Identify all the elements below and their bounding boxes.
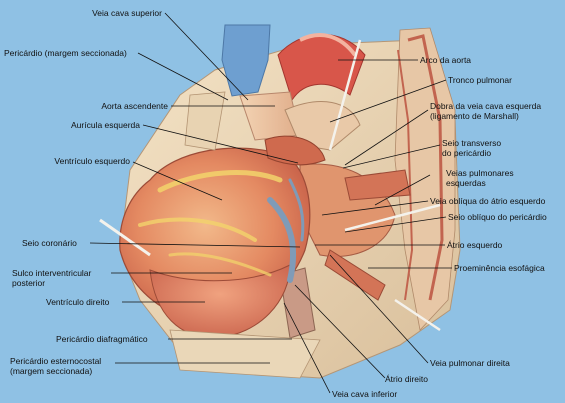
superior-vena-cava xyxy=(221,24,271,97)
label-arco-aorta: Arco da aorta xyxy=(420,55,472,65)
coronary-sinus xyxy=(267,197,296,283)
label-atrio-esquerdo: Átrio esquerdo xyxy=(447,240,503,250)
label-tronco-pulmonar: Tronco pulmonar xyxy=(448,75,512,85)
left-pulmonary-veins xyxy=(344,169,411,201)
label-ventriculo-esquerdo: Ventrículo esquerdo xyxy=(54,156,130,166)
label-veia-obliqua: Veia oblíqua do átrio esquerdo xyxy=(430,196,546,206)
label-ventriculo-direito: Ventrículo direito xyxy=(46,297,110,307)
label-atrio-direito: Átrio direito xyxy=(385,374,428,384)
label-seio-coronario: Seio coronário xyxy=(22,238,77,248)
inferior-vena-cava xyxy=(279,267,316,339)
right-ventricle xyxy=(149,264,291,339)
label-pericardio-diafragmatico: Pericárdio diafragmático xyxy=(56,334,148,344)
right-pulmonary-vein xyxy=(324,249,386,301)
label-pericardio-margem: Pericárdio (margem seccionada) xyxy=(4,48,127,58)
pericardium-flap-left xyxy=(184,91,226,151)
label-veias-pulmonares: Veias pulmonares esquerdas xyxy=(446,168,514,188)
left-auricle xyxy=(264,135,326,166)
label-pericardio-esternocostal: Pericárdio esternocostal (margem seccion… xyxy=(10,356,102,376)
label-seio-obliquo: Seio oblíquo do pericárdio xyxy=(448,212,547,222)
label-veia-cava-inferior: Veia cava inferior xyxy=(332,389,398,399)
label-proeminencia-esofagica: Proeminência esofágica xyxy=(454,263,545,273)
leader-lines xyxy=(89,12,452,394)
label-dobra-veia-cava: Dobra da veia cava esquerda (ligamento d… xyxy=(430,101,542,121)
label-sulco-interventricular: Sulco interventricular posterior xyxy=(12,268,92,288)
label-veia-cava-superior: Veia cava superior xyxy=(92,8,162,18)
label-aorta-ascendente: Aorta ascendente xyxy=(101,101,168,111)
label-veia-pulmonar-direita: Veia pulmonar direita xyxy=(430,358,510,368)
label-seio-transverso: Seio transverso do pericárdio xyxy=(442,138,502,158)
label-auricula-esquerda: Aurícula esquerda xyxy=(71,120,140,130)
pericardium-flap-bottom xyxy=(169,329,321,379)
